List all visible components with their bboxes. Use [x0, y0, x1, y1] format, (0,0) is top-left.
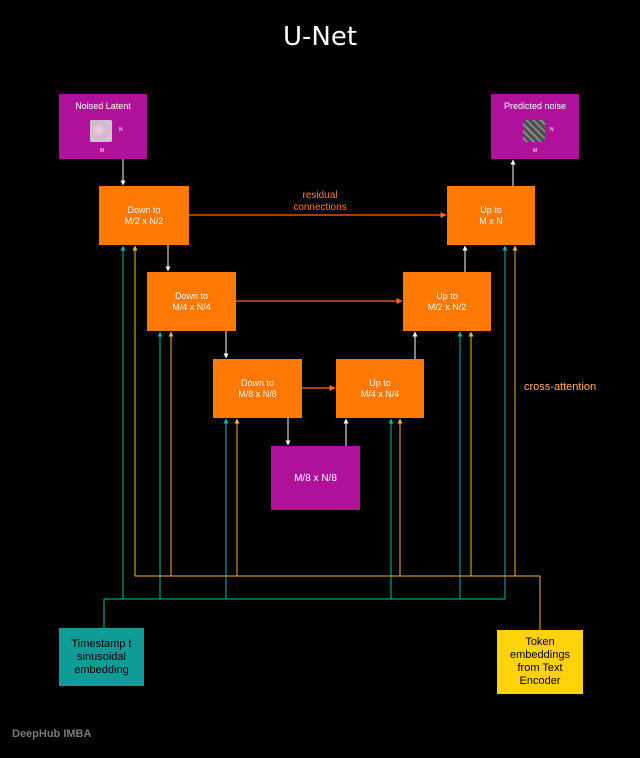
dim-n-label: N [119, 127, 123, 133]
down-block-1: Down to M/2 x N/2 [99, 186, 189, 245]
brand-watermark: DeepHub IMBA [12, 728, 92, 740]
dim-m-label: M [533, 148, 538, 154]
bottleneck-label: M/8 x N/8 [294, 472, 337, 484]
up-block-3: Up to M x N [447, 186, 535, 245]
dim-n-label: N [550, 127, 554, 133]
predicted-noise-title: Predicted noise [503, 101, 567, 111]
up-block-2-label: Up to M/2 x N/2 [427, 290, 467, 312]
timestamp-bus [103, 598, 505, 628]
timestamp-embedding-block: Timestamp t sinusoidal embedding [59, 628, 144, 686]
dim-m-label: M [100, 148, 105, 154]
up-block-1: Up to M/4 x N/4 [336, 359, 424, 418]
down-block-2: Down to M/4 x N/4 [147, 272, 236, 331]
up-block-3-label: Up to M x N [479, 204, 503, 226]
bottleneck-block: M/8 x N/8 [271, 446, 360, 510]
predicted-noise-thumbnail [523, 120, 545, 142]
token-bus [135, 575, 541, 630]
down-block-1-label: Down to M/2 x N/2 [124, 204, 164, 226]
predicted-noise-block: Predicted noise N M [491, 94, 579, 159]
noised-latent-block: Noised Latent N M [59, 94, 147, 159]
residual-connections-label: residual connections [293, 190, 347, 213]
up-block-1-label: Up to M/4 x N/4 [360, 377, 400, 399]
token-embeddings-block: Token embeddings from Text Encoder [497, 630, 583, 694]
down-block-2-label: Down to M/4 x N/4 [172, 290, 211, 312]
diagram-title: U-Net [282, 22, 358, 52]
timestamp-embedding-label: Timestamp t sinusoidal embedding [71, 637, 132, 676]
up-block-2: Up to M/2 x N/2 [403, 272, 491, 331]
down-block-3-label: Down to M/8 x N/8 [238, 377, 277, 399]
noised-latent-title: Noised Latent [75, 101, 131, 111]
noised-latent-thumbnail [90, 120, 112, 142]
token-embeddings-label: Token embeddings from Text Encoder [510, 636, 570, 687]
cross-attention-label: cross-attention [524, 381, 597, 393]
down-block-3: Down to M/8 x N/8 [213, 359, 302, 418]
